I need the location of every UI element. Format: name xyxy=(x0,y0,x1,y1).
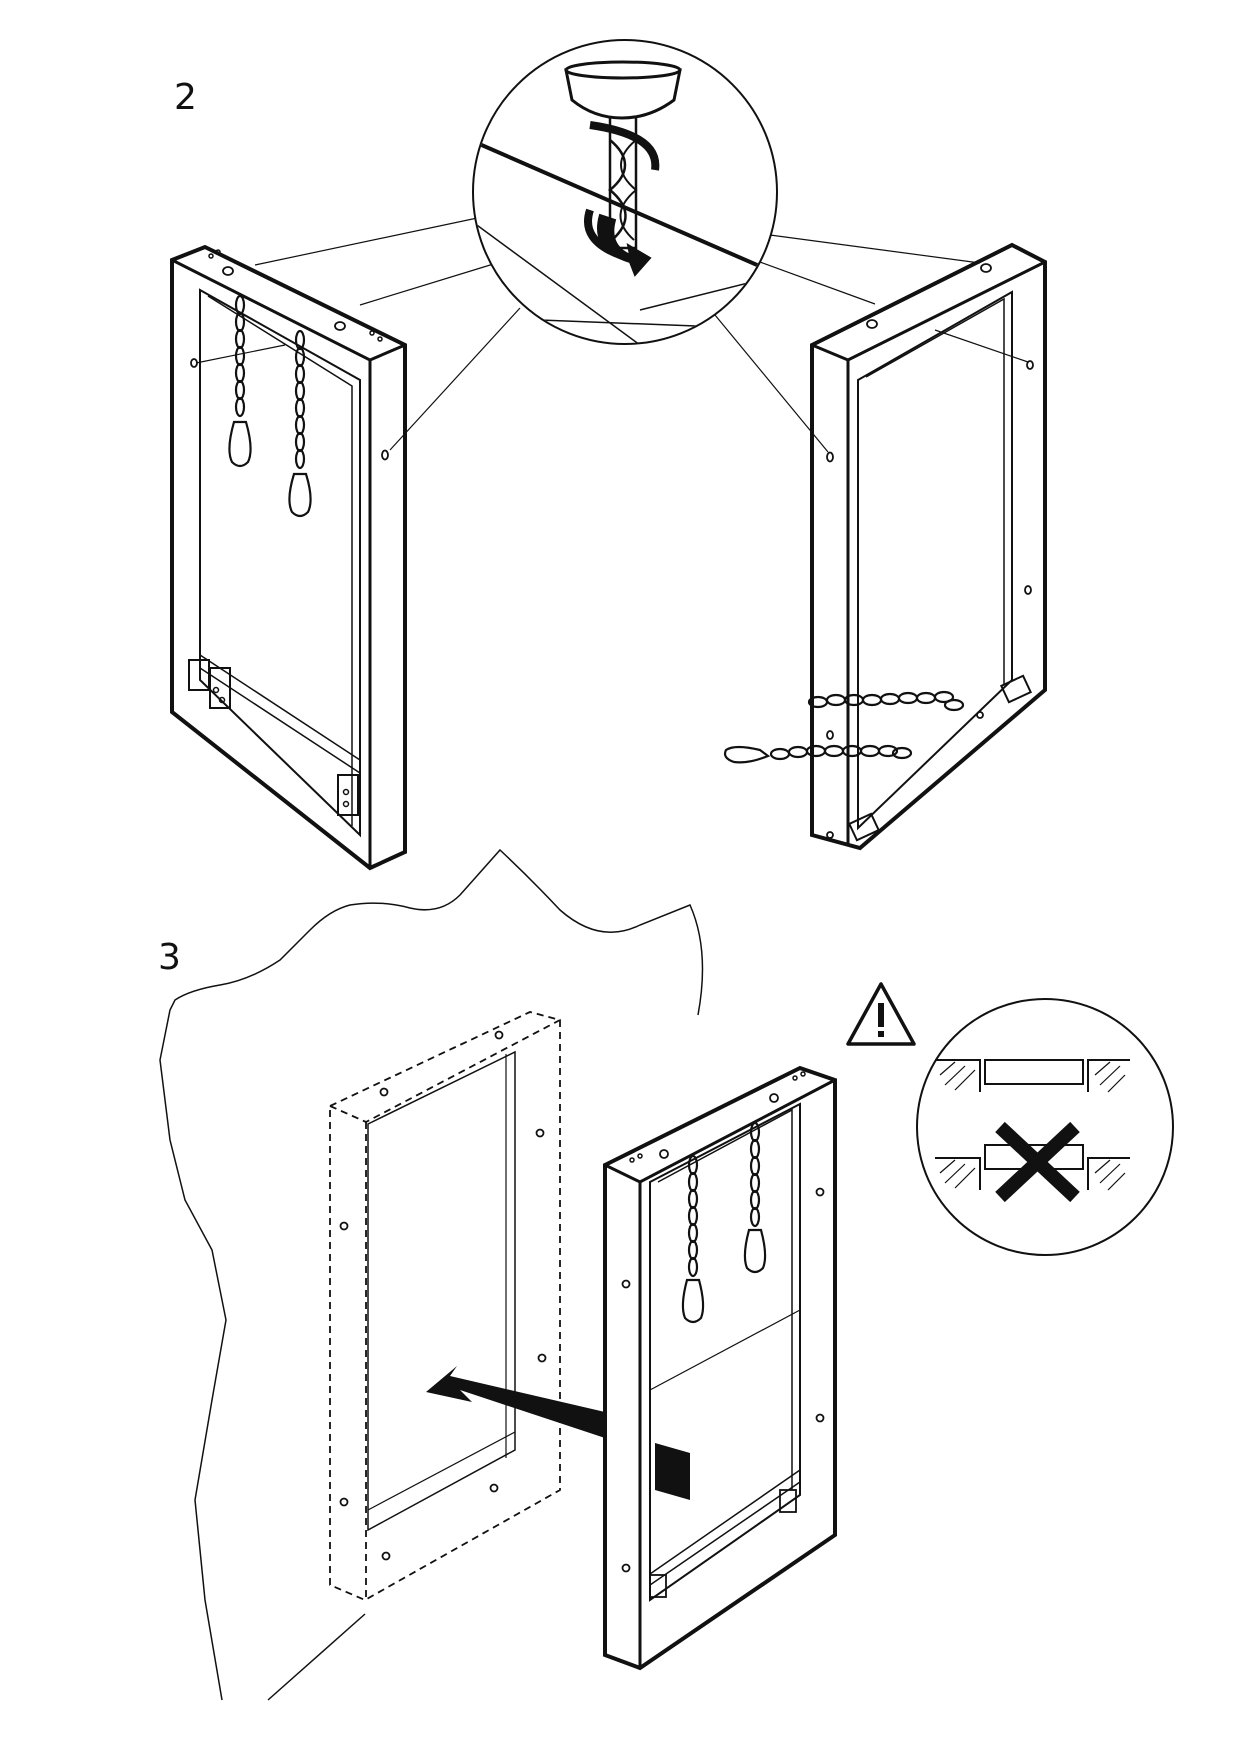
warning-triangle-icon xyxy=(846,982,916,1046)
leader-lines xyxy=(195,216,1029,453)
step-3-number: 3 xyxy=(158,937,181,978)
wall-frame-outline xyxy=(329,1011,561,1602)
chain-icon xyxy=(228,294,312,518)
frame-icon xyxy=(603,1065,837,1671)
step-2-illustration xyxy=(170,39,1047,871)
wall-icon xyxy=(159,848,704,1701)
incorrect-fit-x-icon xyxy=(995,1121,1080,1203)
correct-flush-fit xyxy=(935,1059,1130,1093)
incorrect-fit xyxy=(935,1121,1130,1203)
warning-detail-circle xyxy=(916,998,1174,1256)
step-2-number: 2 xyxy=(174,77,197,118)
left-frame xyxy=(170,244,407,871)
step-3-illustration xyxy=(159,848,1174,1701)
right-frame xyxy=(723,242,1047,851)
drill-icon xyxy=(564,60,682,277)
drill-detail-circle xyxy=(472,39,778,345)
arrow-icon xyxy=(426,1366,690,1500)
